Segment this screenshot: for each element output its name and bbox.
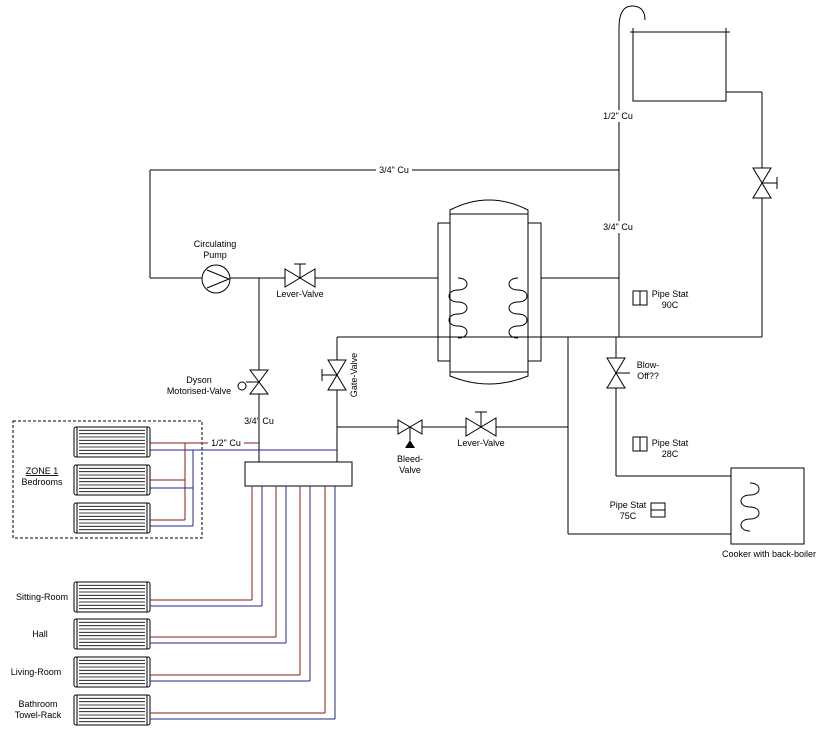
radiator-living-room xyxy=(73,656,151,688)
zone-1-box xyxy=(12,420,203,539)
manifold xyxy=(244,461,353,487)
label-bathroom-line1: Bathroom xyxy=(18,699,57,709)
radiator-zone1-c xyxy=(73,502,151,534)
blow-off-line1: Blow- xyxy=(637,360,660,370)
lever-valve-top: Lever-Valve xyxy=(276,263,324,299)
expansion-tank xyxy=(618,5,763,337)
pipe-stat-28-line1: Pipe Stat xyxy=(652,438,689,448)
pipe-label-vent-text: 1/2" Cu xyxy=(603,111,633,121)
pipe-label-half-text: 1/2" Cu xyxy=(211,438,241,448)
blow-off-valve: Blow- Off?? xyxy=(606,337,731,477)
circulating-pump: Circulating Pump xyxy=(194,239,237,294)
bleed-valve-line2: Valve xyxy=(399,465,421,475)
radiator-hall xyxy=(73,618,151,650)
radiator-sitting-room xyxy=(73,581,151,613)
pump-label-line1: Circulating xyxy=(194,239,237,249)
gate-valve: Gate-Valve xyxy=(321,353,359,397)
label-sitting-room: Sitting-Room xyxy=(16,592,68,602)
zone-1-piping: 1/2" Cu xyxy=(150,437,337,527)
return-pipe-middle xyxy=(336,336,762,535)
blow-off-line2: Off?? xyxy=(637,371,659,381)
pipe-label-flow-top: 3/4" Cu xyxy=(376,165,412,176)
lever-valve-bottom: Lever-Valve xyxy=(457,411,505,448)
label-hall: Hall xyxy=(32,629,48,639)
motorised-line2: Motorised-Valve xyxy=(167,386,231,396)
pipe-stat-28: Pipe Stat 28C xyxy=(632,436,689,459)
cooker-label: Cooker with back-boiler xyxy=(722,549,816,559)
label-bathroom-line2: Towel-Rack xyxy=(15,710,62,720)
pipe-label-flow-top-text: 3/4" Cu xyxy=(379,165,409,175)
tank-return-valve xyxy=(752,167,778,199)
pipe-stat-28-line2: 28C xyxy=(662,449,679,459)
label-living-room: Living-Room xyxy=(11,667,62,677)
pipe-stat-90: Pipe Stat 90C xyxy=(632,289,689,310)
lever-valve-bottom-label: Lever-Valve xyxy=(457,438,504,448)
pipe-stat-75-line2: 75C xyxy=(620,511,637,521)
pipe-stat-90-line2: 90C xyxy=(662,300,679,310)
motorised-line1: Dyson xyxy=(186,375,212,385)
radiator-bathroom xyxy=(73,694,151,726)
pipe-stat-75-line1: Pipe Stat xyxy=(610,500,647,510)
radiator-zone1-b xyxy=(73,464,151,496)
bleed-valve-line1: Bleed- xyxy=(397,454,423,464)
zone-1-title: ZONE 1 xyxy=(26,466,59,476)
pump-label-line2: Pump xyxy=(203,250,227,260)
primary-flow-pipe xyxy=(149,169,619,279)
pipe-label-vent: 1/2" Cu xyxy=(600,110,636,122)
lever-valve-top-label: Lever-Valve xyxy=(276,289,323,299)
hot-water-cylinder xyxy=(437,199,542,385)
pipe-label-right-mid-text: 3/4" Cu xyxy=(603,222,633,232)
pipe-stat-75: Pipe Stat 75C xyxy=(610,500,666,521)
pipe-stat-90-line1: Pipe Stat xyxy=(652,289,689,299)
cooker-back-boiler: Cooker with back-boiler xyxy=(722,467,816,559)
pipe-label-zone-text: 3/4" Cu xyxy=(244,416,274,426)
pipe-label-zone: 3/4" Cu xyxy=(244,416,274,426)
bleed-valve: Bleed- Valve xyxy=(397,419,423,475)
gate-valve-label: Gate-Valve xyxy=(349,353,359,397)
pipe-label-right-mid: 3/4" Cu xyxy=(600,221,636,233)
zone-1-subtitle: Bedrooms xyxy=(21,477,63,487)
room-piping xyxy=(150,486,336,720)
radiator-zone1-a xyxy=(73,426,151,458)
motorised-valve: Dyson Motorised-Valve xyxy=(167,369,269,396)
